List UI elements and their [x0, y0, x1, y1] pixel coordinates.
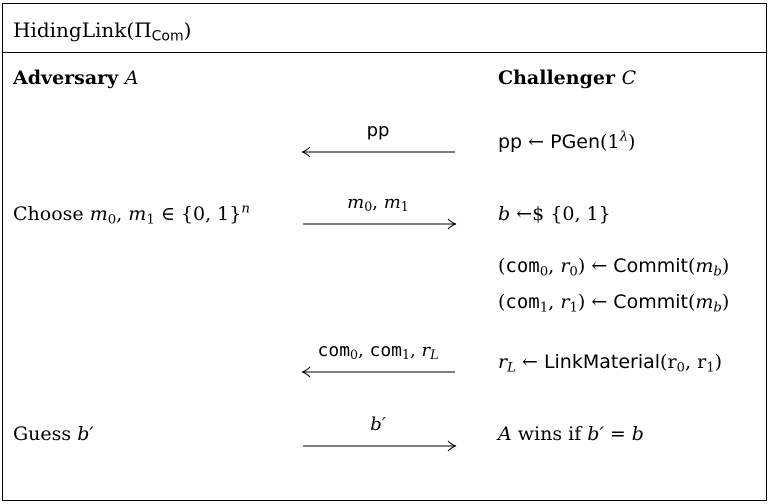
- challenger-link-material: rL ← LinkMaterial(r0, r1): [498, 351, 723, 376]
- adversary-guess: Guess b′: [13, 423, 94, 445]
- message-pp: pp: [366, 120, 390, 141]
- challenger-win-condition: A wins if b′ = b: [498, 423, 644, 445]
- message-m0-m1: m0, m1: [347, 192, 409, 215]
- challenger-header: Challenger C: [498, 67, 637, 89]
- adversary-header: Adversary A: [13, 67, 139, 89]
- challenger-pgen: pp ← PGen(1λ): [498, 129, 636, 153]
- arrow-right-1: [301, 218, 457, 230]
- challenger-commit-1: (com1, r1) ← Commit(mb): [498, 291, 730, 316]
- title-divider: [3, 52, 766, 53]
- arrow-left-1: [301, 146, 457, 158]
- adversary-choose: Choose m0, m1 ∈ {0, 1}n: [13, 201, 250, 228]
- game-frame: HidingLink(ΠCom) Adversary A Challenger …: [2, 3, 767, 501]
- arrow-left-2: [301, 366, 457, 378]
- message-guess: b′: [370, 414, 386, 435]
- challenger-commit-0: (com0, r0) ← Commit(mb): [498, 255, 730, 280]
- game-title: HidingLink(ΠCom): [13, 18, 192, 45]
- message-commitments: com0, com1, rL: [317, 340, 439, 363]
- arrow-right-2: [301, 440, 457, 452]
- challenger-sample-b: b ←$ {0, 1}: [498, 203, 611, 225]
